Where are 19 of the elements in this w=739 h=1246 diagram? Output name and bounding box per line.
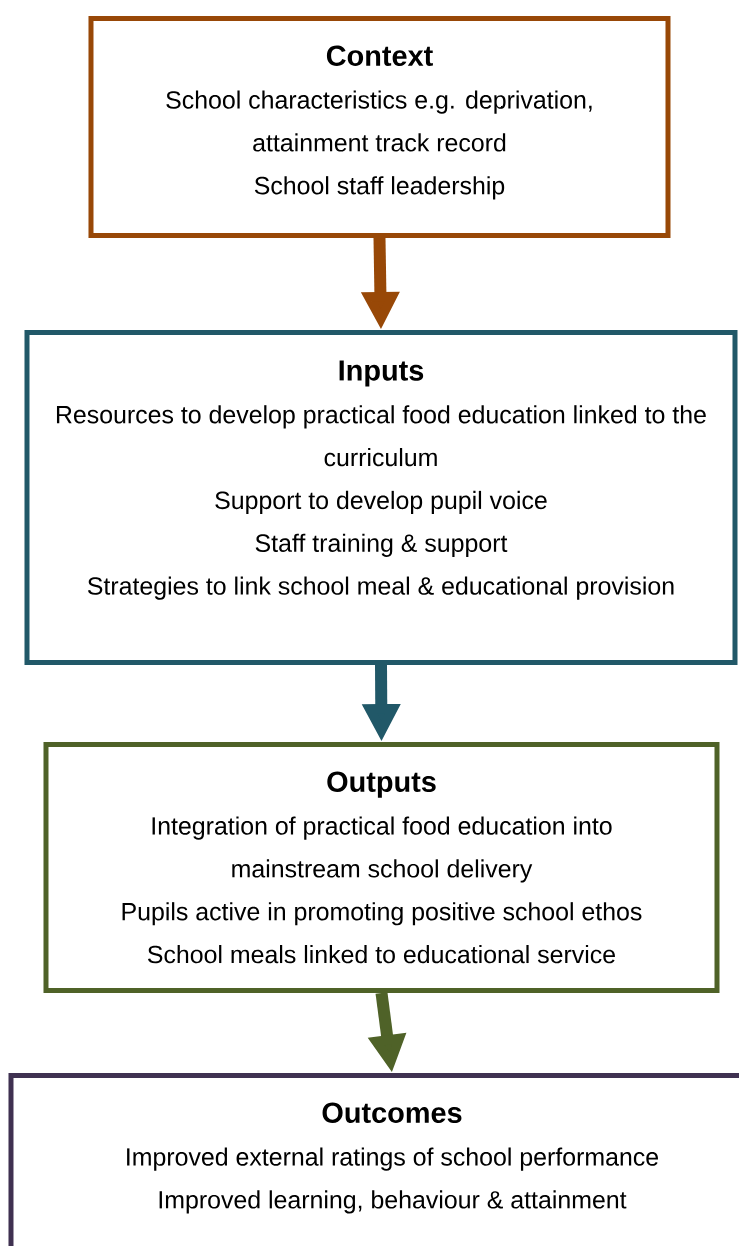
- body-text: Staff training & support: [255, 533, 508, 557]
- body-text: Improved learning, behaviour & attainment: [159, 1190, 627, 1214]
- process-box: [24, 330, 738, 665]
- body-text: Improved external ratings of school performance: [127, 1147, 658, 1171]
- body-text: Strategies to link school meal & educational provision: [87, 576, 674, 600]
- heading: Outputs: [327, 771, 436, 798]
- process-box: [88, 16, 671, 238]
- process-box: [43, 742, 720, 993]
- body-text: Resources to develop practical food education linked to the curriculum: [57, 405, 706, 467]
- body-text: School staff leadership: [254, 176, 505, 200]
- heading: Outcomes: [322, 1102, 462, 1123]
- heading: Context: [326, 45, 433, 66]
- body-text: School characteristics e.g. deprivation, attainment track record: [166, 90, 592, 152]
- body-text: Integration of practical food education into mainstream school delivery: [152, 816, 612, 883]
- body-text: Support to develop pupil voice: [215, 490, 547, 515]
- process-box: [8, 1073, 739, 1246]
- body-text: School meals linked to educational service: [147, 945, 615, 964]
- heading: Inputs: [339, 360, 424, 387]
- body-text: Pupils active in promoting positive school ethos: [122, 902, 642, 926]
